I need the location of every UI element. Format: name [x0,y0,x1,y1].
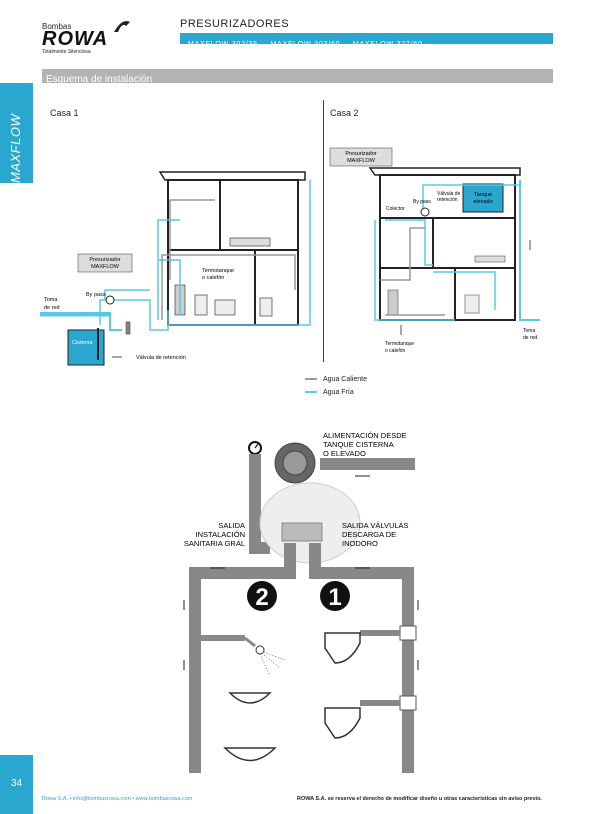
model-label: MAXFLOW 327/60 [352,41,423,48]
case2-valvula-line2: retención [437,197,458,203]
alimentacion-line1: ALIMENTACIÓN DESDE [323,431,407,440]
salida-right-line2: DESCARGA DE [342,530,396,539]
footer-disclaimer: ROWA S.A. se reserva el derecho de modif… [297,796,542,802]
case1-diagram: Presurizador MAXFLOW By pass Toma de red… [40,171,311,366]
sidebar-page-tab [0,755,33,814]
case1-bypass-label: By pass [86,292,106,298]
case2-toma-line2: de red [523,335,537,341]
case1-presurizador-line2: MAXFLOW [91,264,120,270]
model-label: MAXFLOW 302/35 [188,41,258,48]
column-divider [323,100,324,362]
salida-right-line1: SALIDA VÁLVULAS [342,521,409,530]
legend-item-cold: Agua Fría [305,389,354,396]
section-header: Esquema de instalación [42,69,553,85]
section-title: Esquema de instalación [46,74,153,85]
case1-presurizador-line1: Presurizador [89,257,120,263]
case2-toma-line1: Toma [523,328,535,334]
legend-swatch-hot [305,378,317,381]
salida-left-line2: INSTALACIÓN [196,530,245,539]
case2-tanque-line1: Tanque [474,192,492,198]
logo-brand: ROWA [42,28,109,50]
case2-presurizador-line2: MAXFLOW [347,158,376,164]
logo-tagline: Totalmente Silenciosa [42,49,91,55]
logo-swoosh-icon [114,21,130,32]
case1-label: Casa 1 [50,108,79,118]
case1-cisterna-label: Cisterna [72,340,93,346]
footer-contact: Rowa S.A. • info@bombasrowa.com • www.bo… [42,796,193,802]
case1-toma-line2: de red [44,305,60,311]
sidebar-tab-label: MAXFLOW [8,113,23,183]
outlet-2-number: 2 [255,584,268,611]
case2-termotanque-line2: o calefón [385,348,406,354]
salida-left-line3: SANITARIA GRAL [184,539,245,548]
sidebar: MAXFLOW 34 [0,0,33,814]
page-title: PRESURIZADORES [180,18,290,30]
salida-left-line1: SALIDA [218,521,245,530]
case2-bypass-label: By pass [413,199,431,205]
case1-termotanque-line1: Termotanque [202,268,234,274]
alimentacion-line3: O ELEVADO [323,449,366,458]
logo-top-text: Bombas [42,22,72,31]
case2-label: Casa 2 [330,108,359,118]
legend-label-cold: Agua Fría [323,389,354,396]
case1-valvula-label: Válvula de retención [136,355,186,361]
case2-tanque-line2: elevado [473,199,492,205]
page-number: 34 [10,778,23,789]
outlet-1-number: 1 [328,584,341,611]
case2-diagram: Tanque elevado Presurizador MAXFLOW By p… [329,147,540,354]
model-label: MAXFLOW 303/60 [270,41,341,48]
case1-toma-line1: Toma [44,297,58,303]
model-bar: MAXFLOW 302/35 MAXFLOW 303/60 MAXFLOW 32… [180,33,553,48]
sidebar-tab [0,83,33,183]
case2-presurizador-line1: Presurizador [345,151,376,157]
legend-swatch-cold [305,391,317,394]
alimentacion-line2: TANQUE CISTERNA [323,440,394,449]
legend-item-hot: Agua Caliente [305,376,367,383]
case2-colector-label: Colector [386,206,405,212]
salida-right-line3: INODORO [342,539,378,548]
case2-valvula-line1: Válvula de [437,191,461,197]
legend-label-hot: Agua Caliente [323,376,367,383]
case1-termotanque-line2: o calefón [202,275,224,281]
case2-termotanque-line1: Termotanque [385,341,414,347]
pump-diagram: 2 1 ALIMENTACIÓN DESDE TANQUE CISTERNA O… [183,431,419,773]
